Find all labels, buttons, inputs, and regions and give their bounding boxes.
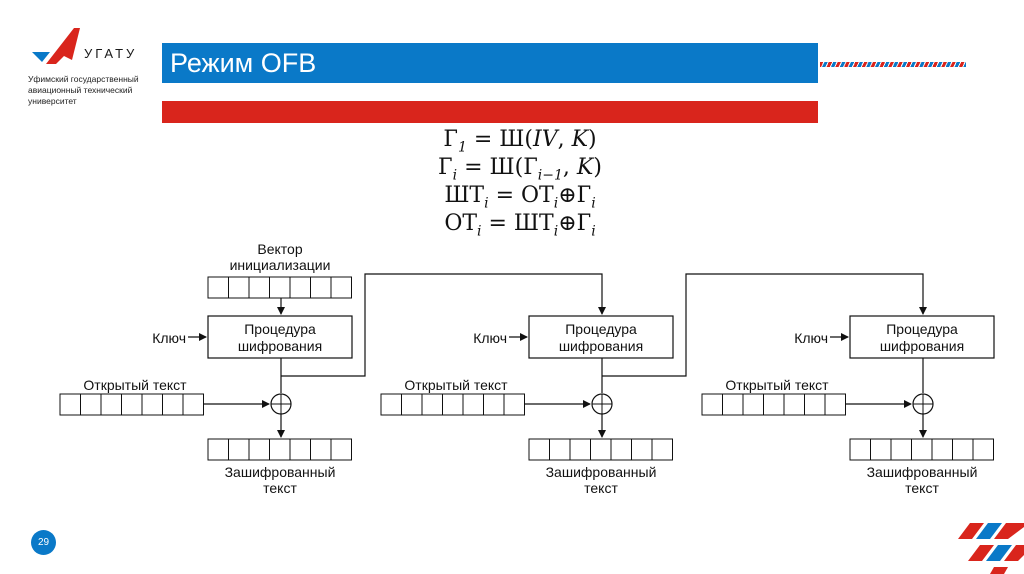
key-label: Ключ	[473, 330, 507, 346]
block-cell	[631, 438, 653, 461]
block-cell	[80, 393, 102, 416]
plaintext-label: Открытый текст	[404, 377, 508, 393]
slide-title: Режим OFB	[170, 48, 317, 78]
block-cell	[503, 393, 525, 416]
formula-1: Г1 = Ш(IV, K)	[443, 127, 597, 156]
block-cell	[763, 393, 785, 416]
ciphertext-label-line2: текст	[584, 480, 618, 496]
plaintext-cells	[59, 393, 204, 416]
block-cell	[549, 438, 571, 461]
iv-block	[207, 276, 352, 299]
block-cell	[569, 438, 591, 461]
logo-wing-icon	[32, 28, 80, 64]
block-cell	[651, 438, 673, 461]
block-cell	[269, 438, 291, 461]
iv-label-line1: Вектор	[257, 241, 302, 257]
procedure-label-line1: Процедура	[244, 321, 316, 337]
encryption-procedure-box	[849, 315, 995, 359]
encryption-procedure-box	[207, 315, 353, 359]
block-cell	[952, 438, 974, 461]
block-cell	[911, 438, 933, 461]
block-cell	[310, 438, 332, 461]
corner-decoration	[958, 523, 1024, 574]
iv-cells	[207, 276, 352, 299]
ciphertext-label-line1: Зашифрованный	[867, 464, 978, 480]
block-cell	[804, 393, 826, 416]
block-cell	[722, 393, 744, 416]
ciphertext-cells	[849, 438, 994, 461]
ciphertext-label-line1: Зашифрованный	[225, 464, 336, 480]
ciphertext-cells	[528, 438, 673, 461]
block-cell	[610, 438, 632, 461]
ciphertext-cells	[207, 438, 352, 461]
block-cell	[401, 393, 423, 416]
block-cell	[310, 276, 332, 299]
block-cell	[289, 276, 311, 299]
formula-2: Гi = Ш(Гi−1, K)	[438, 155, 602, 184]
block-cell	[141, 393, 163, 416]
block-cell	[121, 393, 143, 416]
block-cell	[783, 393, 805, 416]
plaintext-label: Открытый текст	[725, 377, 829, 393]
red-accent-bar	[162, 101, 818, 123]
plaintext-label: Открытый текст	[83, 377, 187, 393]
feedback-line	[602, 273, 927, 377]
block-cell	[528, 438, 550, 461]
key-label: Ключ	[152, 330, 186, 346]
formulas: Г1 = Ш(IV, K) Гi = Ш(Гi−1, K) ШТi = ОТi⊕…	[400, 126, 640, 240]
ciphertext-label-line1: Зашифрованный	[546, 464, 657, 480]
block-cell	[228, 438, 250, 461]
block-cell	[100, 393, 122, 416]
block-cell	[207, 276, 229, 299]
block-cell	[59, 393, 81, 416]
formula-3: ШТi = ОТi⊕Гi	[444, 183, 596, 212]
procedure-label-line2: шифрования	[880, 338, 964, 354]
block-cell	[330, 276, 352, 299]
procedure-label-line1: Процедура	[886, 321, 958, 337]
procedure-label-line2: шифрования	[238, 338, 322, 354]
block-cell	[483, 393, 505, 416]
block-cell	[248, 438, 270, 461]
block-cell	[421, 393, 443, 416]
procedure-label-line1: Процедура	[565, 321, 637, 337]
block-cell	[289, 438, 311, 461]
block-cell	[380, 393, 402, 416]
encryption-procedure-box	[528, 315, 674, 359]
block-cell	[824, 393, 846, 416]
block-cell	[870, 438, 892, 461]
university-logo: УГАТУ Уфимский государственный авиационн…	[28, 28, 168, 108]
block-cell	[162, 393, 184, 416]
block-cell	[462, 393, 484, 416]
block-cell	[701, 393, 723, 416]
title-bar: Режим OFB	[162, 43, 818, 83]
block-cell	[330, 438, 352, 461]
formula-4: ОТi = ШТi⊕Гi	[444, 211, 596, 240]
university-name: Уфимский государственный авиационный тех…	[28, 74, 139, 106]
key-label: Ключ	[794, 330, 828, 346]
page-number: 29	[31, 530, 56, 555]
block-cell	[742, 393, 764, 416]
procedure-label-line2: шифрования	[559, 338, 643, 354]
block-cell	[207, 438, 229, 461]
feedback-line	[281, 273, 606, 377]
block-cell	[890, 438, 912, 461]
plaintext-cells	[701, 393, 846, 416]
block-cell	[269, 276, 291, 299]
university-abbr: УГАТУ	[84, 46, 138, 61]
block-cell	[228, 276, 250, 299]
ciphertext-label-line2: текст	[263, 480, 297, 496]
block-cell	[182, 393, 204, 416]
block-cell	[248, 276, 270, 299]
block-cell	[590, 438, 612, 461]
block-cell	[442, 393, 464, 416]
ciphertext-label-line2: текст	[905, 480, 939, 496]
plaintext-cells	[380, 393, 525, 416]
block-cell	[849, 438, 871, 461]
decorative-stripe	[820, 62, 966, 67]
iv-label-line2: инициализации	[230, 257, 331, 273]
block-cell	[931, 438, 953, 461]
block-cell	[972, 438, 994, 461]
